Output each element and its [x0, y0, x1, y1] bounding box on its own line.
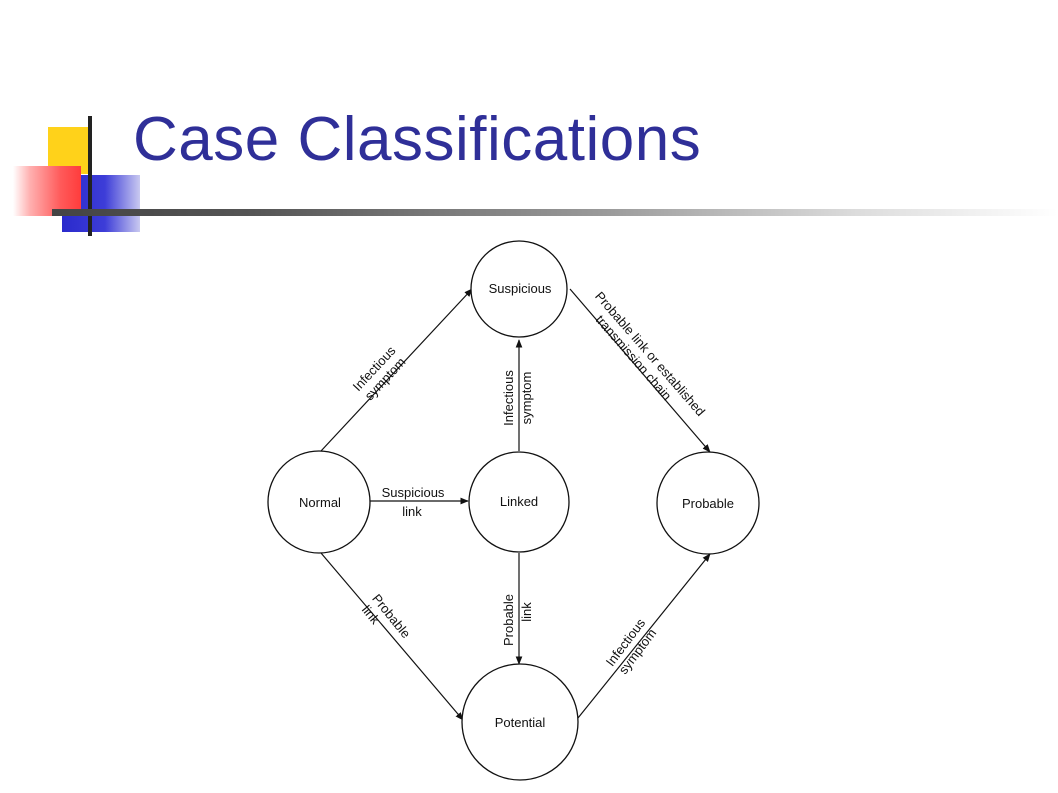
node-linked-label: Linked: [500, 494, 538, 509]
edge-label-line-2: link: [519, 602, 534, 622]
accent-red-block: [13, 166, 81, 216]
edge-label-normal-to-suspicious: Infectious symptom: [350, 343, 409, 403]
title-underline: [52, 209, 1058, 216]
edge-label-potential-to-probable: Infectious symptom: [603, 615, 660, 677]
node-probable-label: Probable: [682, 496, 734, 511]
edge-label-line-1: Infectious: [501, 370, 516, 426]
edge-normal-to-potential: [320, 552, 464, 721]
accent-vertical-line: [88, 116, 92, 236]
edge-label-line-2: symptom: [519, 372, 534, 425]
edge-label-suspicious-to-probable: Probable link or established transmissio…: [592, 289, 708, 419]
node-potential-label: Potential: [495, 715, 546, 730]
node-suspicious-label: Suspicious: [489, 281, 552, 296]
node-potential: Potential: [461, 663, 579, 781]
node-suspicious: Suspicious: [470, 240, 568, 338]
edge-label-line-2: link: [402, 504, 422, 519]
edge-suspicious-to-probable: [569, 288, 711, 453]
node-probable: Probable: [656, 451, 760, 555]
edge-normal-to-suspicious: [320, 288, 473, 452]
edge-label-line-1: Probable link or established: [592, 289, 708, 419]
edge-label-normal-to-linked: Suspicious link: [382, 485, 445, 519]
edge-label-line-1: Probable: [501, 594, 516, 646]
edge-label-normal-to-potential: Probable link: [359, 591, 414, 641]
node-linked: Linked: [468, 451, 570, 553]
edge-label-line-1: Suspicious: [382, 485, 445, 500]
slide-title: Case Classifications: [133, 105, 702, 174]
node-normal-label: Normal: [299, 495, 341, 510]
edge-label-linked-to-suspicious: Infectious symptom: [501, 370, 534, 426]
node-normal: Normal: [267, 450, 371, 554]
edge-label-linked-to-potential: Probable link: [501, 594, 534, 646]
edge-potential-to-probable: [577, 553, 711, 719]
